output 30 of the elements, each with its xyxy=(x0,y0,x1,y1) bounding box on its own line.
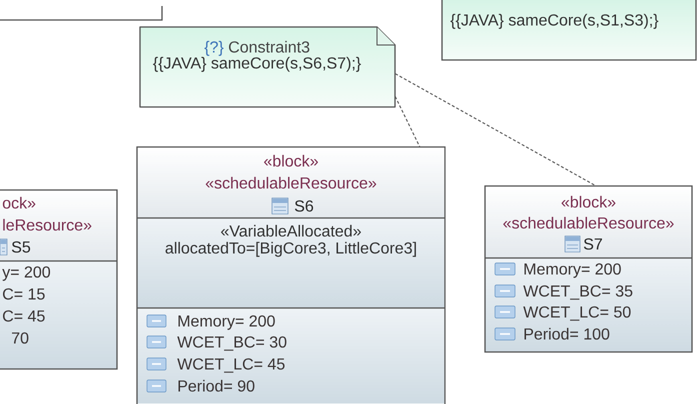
attribute-text: WCET_LC= 50 xyxy=(523,306,631,321)
stereotype-label: «block» xyxy=(562,196,616,208)
constraint-tag: {?} xyxy=(204,40,224,56)
block-name: S7 xyxy=(584,238,602,250)
stereotype-label: ock» xyxy=(2,196,36,209)
attribute-text: WCET_BC= 30 xyxy=(177,336,286,351)
attribute-text: y= 200 xyxy=(2,266,50,281)
stereotype-label: «schedulableResource» xyxy=(503,216,674,229)
constraint-name: Constraint3 xyxy=(229,40,310,53)
attribute-text: Memory= 200 xyxy=(178,315,275,330)
block-name: S6 xyxy=(294,200,314,212)
stereotype-label: «schedulableResource» xyxy=(206,176,376,189)
block-name: S5 xyxy=(12,241,30,253)
stereotype-label: «VariableAllocated» xyxy=(221,224,361,237)
allocation-text: allocatedTo=[BigCore3, LittleCore3] xyxy=(166,242,416,257)
attribute-text: WCET_BC= 35 xyxy=(523,285,632,300)
attribute-text: C= 15 xyxy=(3,288,45,300)
attribute-text: C= 45 xyxy=(3,310,45,322)
block-box xyxy=(0,6,163,21)
stereotype-label: leResource» xyxy=(3,218,92,231)
stereotype-label: «block» xyxy=(264,154,318,167)
constraint-body: {{JAVA} sameCore(s,S6,S7);} xyxy=(153,56,361,72)
attribute-text: 70 xyxy=(12,332,28,344)
attribute-text: Memory= 200 xyxy=(524,263,621,278)
attribute-text: WCET_LC= 45 xyxy=(177,358,285,373)
dashed-line xyxy=(394,96,420,148)
constraint-body: {{JAVA} sameCore(s,S1,S3);} xyxy=(450,14,658,29)
dashed-line xyxy=(394,73,596,186)
attribute-text: Period= 100 xyxy=(524,328,610,340)
attribute-text: Period= 90 xyxy=(178,380,254,392)
